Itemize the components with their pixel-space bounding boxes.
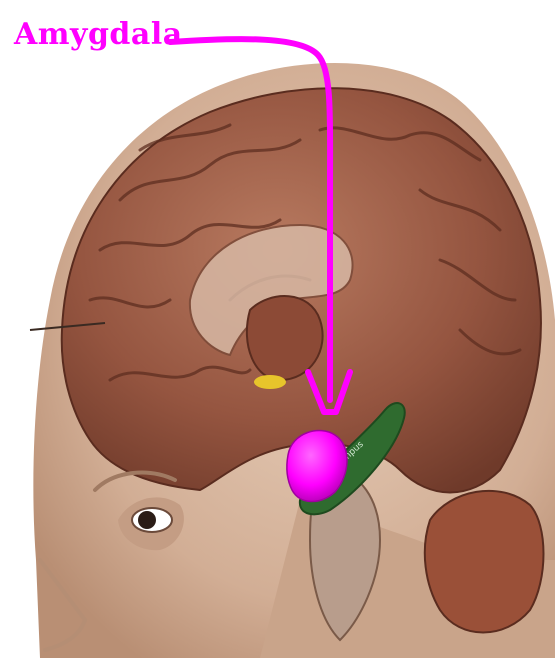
iris xyxy=(138,511,156,529)
cerebellum xyxy=(425,491,544,633)
thalamus xyxy=(247,296,323,380)
amygdala-title-label: Amygdala xyxy=(14,18,183,52)
optic-chiasm xyxy=(254,375,286,389)
